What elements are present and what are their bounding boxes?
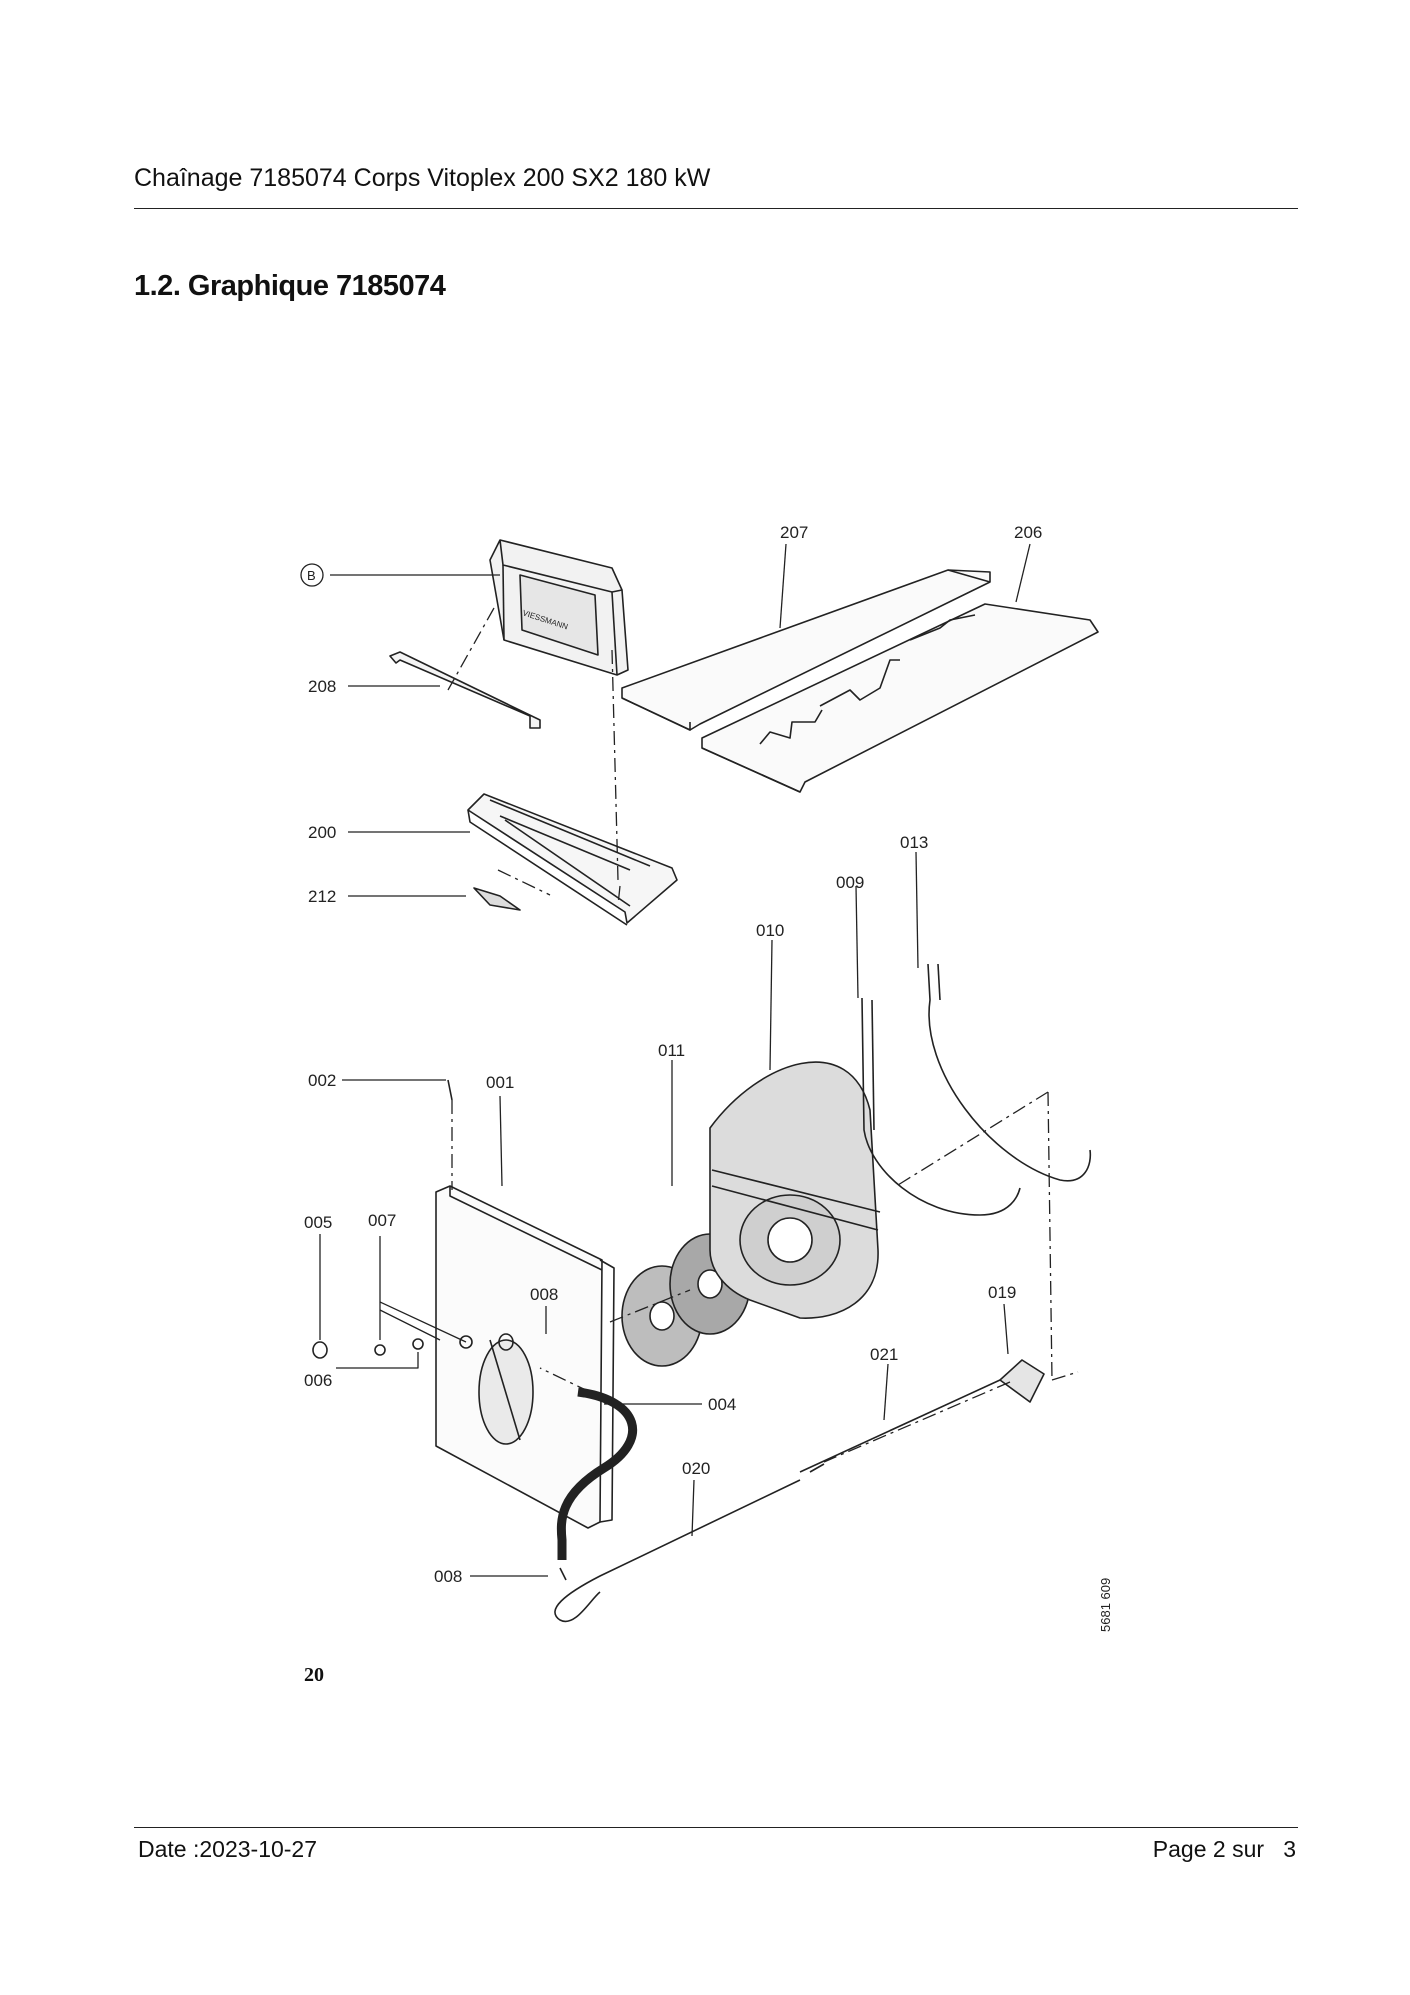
callout-200: 200 [308, 823, 336, 842]
callout-013: 013 [900, 833, 928, 852]
callout-212: 212 [308, 887, 336, 906]
cover-plate-207 [621, 569, 991, 731]
figure-number: 20 [304, 1664, 324, 1686]
callout-206: 206 [1014, 523, 1042, 542]
frame-part-200 [467, 793, 678, 926]
callout-010: 010 [756, 921, 784, 940]
callout-008-upper: 008 [530, 1285, 558, 1304]
callout-005: 005 [304, 1213, 332, 1232]
insulation-part-004 [556, 1387, 637, 1560]
control-unit-part: VIESSMANN [489, 539, 629, 676]
poker-part-020 [554, 1479, 801, 1623]
callout-001: 001 [486, 1073, 514, 1092]
callout-019: 019 [988, 1283, 1016, 1302]
callout-020: 020 [682, 1459, 710, 1478]
document-header-title: Chaînage 7185074 Corps Vitoplex 200 SX2 … [134, 164, 711, 192]
footer-date: Date :2023-10-27 [138, 1836, 318, 1862]
callout-008-lower: 008 [434, 1567, 462, 1586]
callout-006: 006 [304, 1371, 332, 1390]
drawing-code: 5681 609 [1098, 1578, 1113, 1632]
callout-007: 007 [368, 1211, 396, 1230]
front-plate-001 [435, 1185, 615, 1529]
nozzle-part-019 [999, 1359, 1045, 1403]
footer-page-number: Page 2 sur 3 [1152, 1836, 1296, 1862]
insulation-part-010 [709, 1061, 881, 1319]
callout-009: 009 [836, 873, 864, 892]
sealing-strip-013 [927, 963, 1092, 1182]
leader-lines [319, 543, 1031, 1577]
callout-b: B [307, 568, 316, 583]
callout-circle [300, 563, 324, 587]
bracket-part-208 [389, 651, 541, 729]
cover-plate-206 [701, 603, 1099, 793]
callout-004: 004 [708, 1395, 736, 1414]
callout-208: 208 [308, 677, 336, 696]
footer-divider [134, 1827, 1298, 1828]
callout-011: 011 [658, 1041, 685, 1060]
rod-part-021 [799, 1379, 1001, 1473]
header-divider [134, 208, 1298, 209]
callout-002: 002 [308, 1071, 336, 1090]
sealing-strip-009 [861, 997, 1021, 1216]
section-title: 1.2. Graphique 7185074 [134, 270, 446, 302]
callout-021: 021 [870, 1345, 898, 1364]
fastener-parts [312, 1079, 567, 1581]
callout-207: 207 [780, 523, 808, 542]
clip-part-212 [473, 887, 521, 911]
alignment-lines [447, 607, 1079, 1463]
